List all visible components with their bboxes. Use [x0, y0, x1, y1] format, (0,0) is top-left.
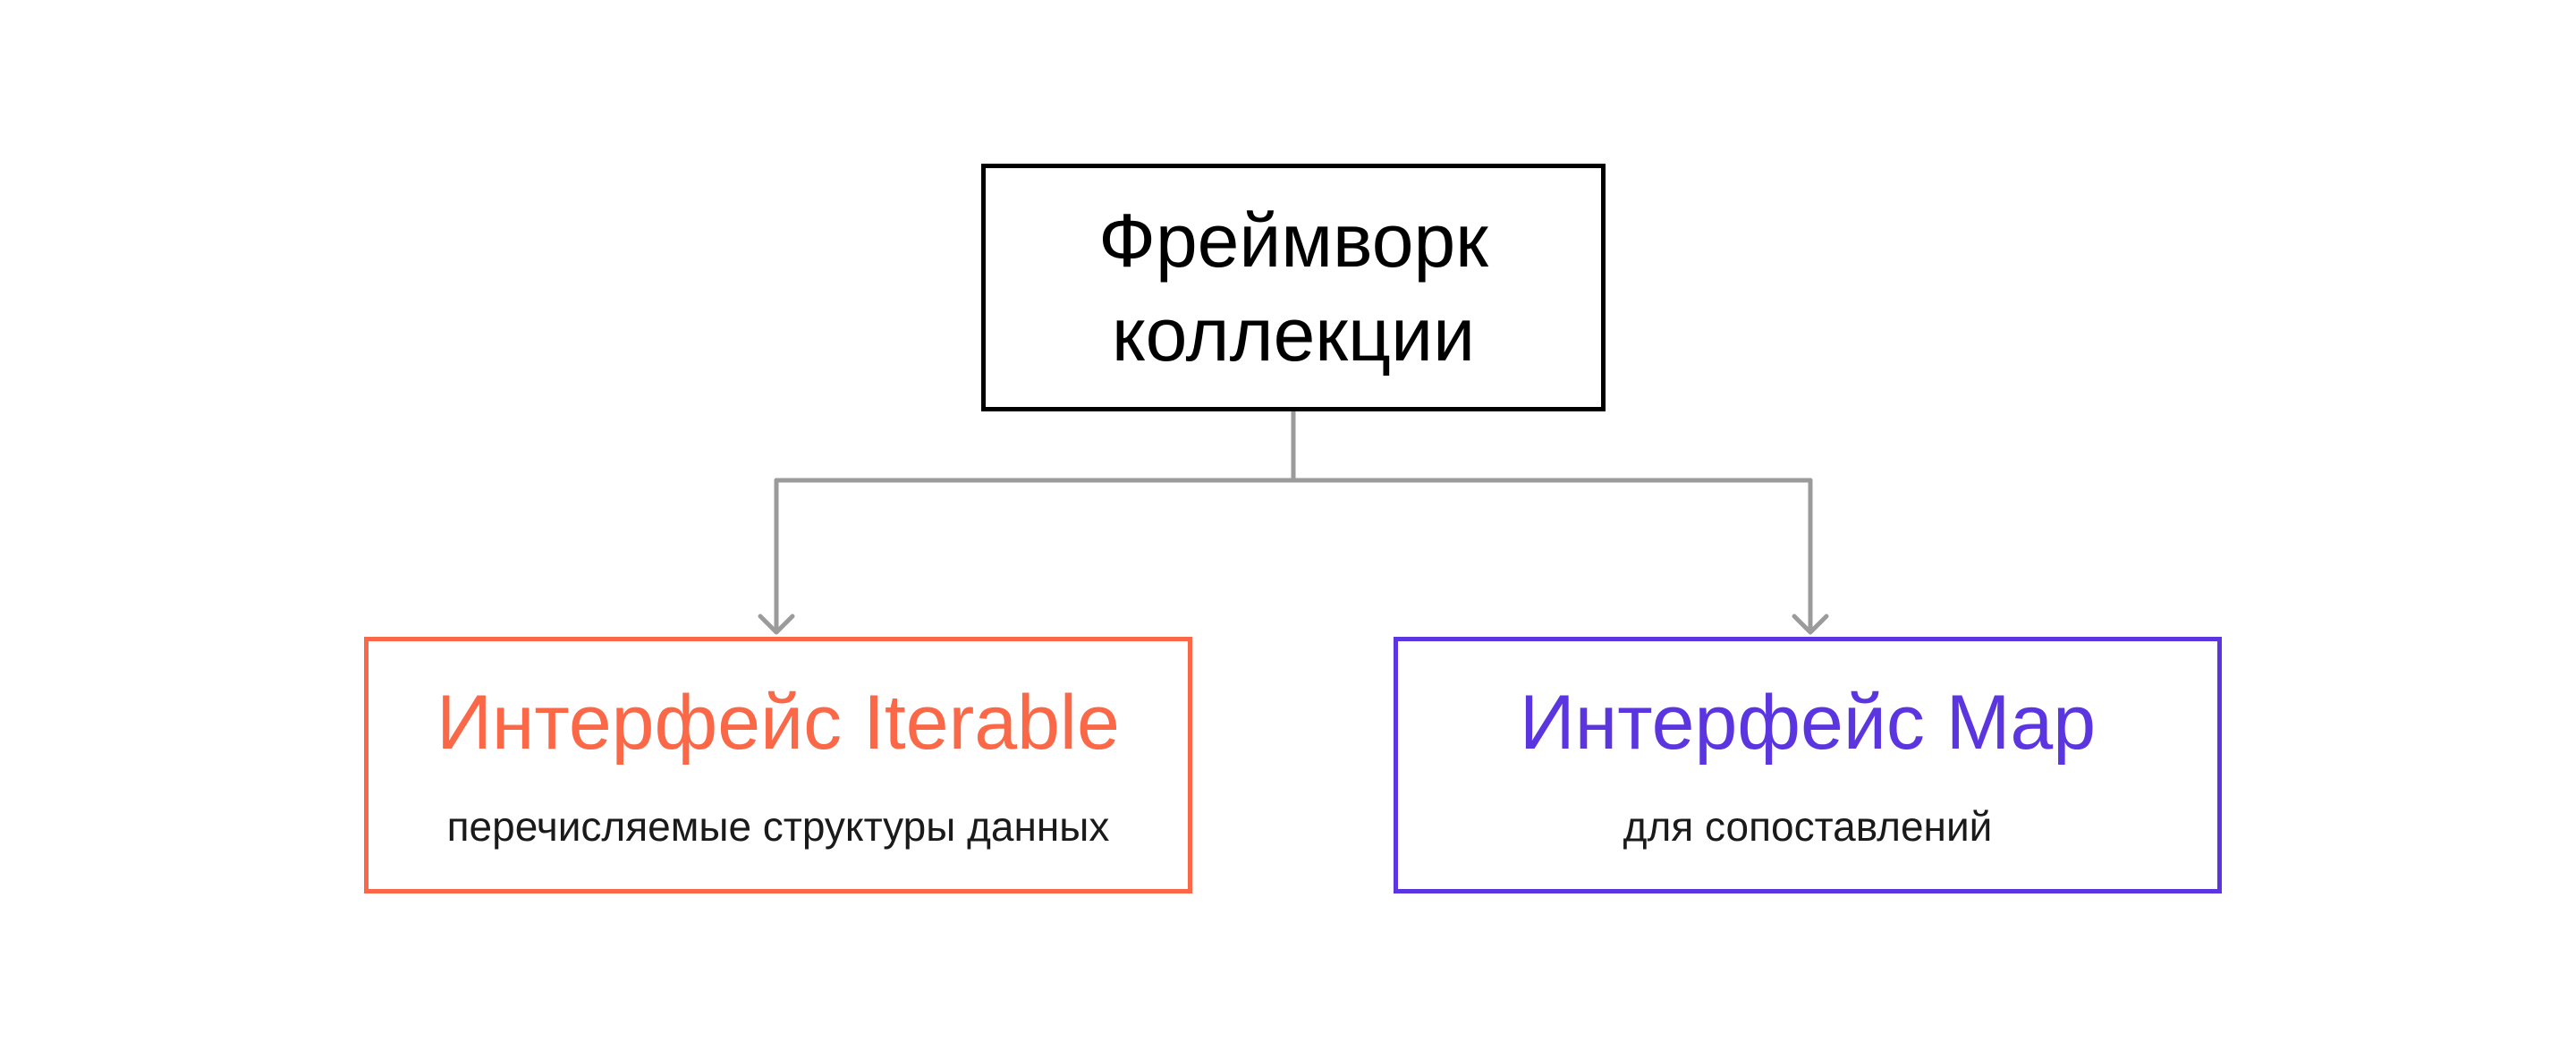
collections-framework-title: Фреймворк коллекции: [1098, 198, 1488, 377]
iterable-interface-node: Интерфейс Iterable перечисляемые структу…: [364, 637, 1192, 893]
iterable-interface-title: Интерфейс Iterable: [436, 679, 1120, 766]
map-interface-node: Интерфейс Map для сопоставлений: [1394, 637, 2222, 893]
collections-framework-node: Фреймворк коллекции: [981, 164, 1606, 411]
map-interface-title: Интерфейс Map: [1519, 679, 2097, 766]
iterable-interface-description: перечисляемые структуры данных: [446, 802, 1110, 850]
arrow-down-icon: [1792, 614, 1829, 635]
arrow-down-icon: [758, 614, 795, 635]
map-interface-description: для сопоставлений: [1623, 802, 1993, 850]
